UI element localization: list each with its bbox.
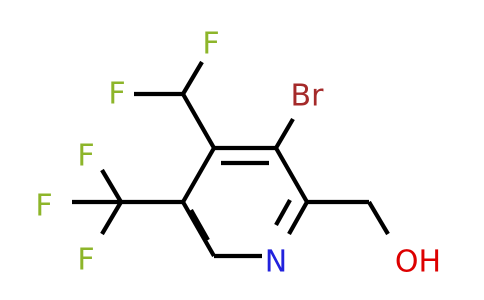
fluorine-label-cf3-bottom: F	[77, 243, 94, 278]
fluorine-label-top: F	[202, 27, 219, 62]
bond-c2-n-inner	[274, 198, 292, 227]
bond-cf3-f-top	[100, 168, 123, 204]
atom-labels: F F Br F F F N OH	[35, 27, 441, 280]
bond-c3-c2	[274, 146, 309, 204]
bond-c6-c5-inner	[189, 208, 210, 242]
bond-c5-c4	[181, 146, 216, 204]
fluorine-label-cf3-top: F	[77, 139, 94, 174]
bond-ch2-o	[367, 200, 390, 236]
bond-cf3-f-bottom	[100, 200, 123, 236]
bond-c4-chf2	[181, 92, 216, 150]
bonds	[72, 60, 390, 259]
hydroxyl-label: OH	[395, 245, 441, 280]
bond-c2-n	[287, 200, 309, 236]
bromine-label: Br	[291, 79, 325, 114]
fluorine-label-cf3-left: F	[35, 189, 52, 224]
fluorine-label-left: F	[108, 77, 125, 112]
nitrogen-label: N	[265, 245, 287, 280]
bond-chf2-f-top	[181, 60, 204, 96]
bond-c3-br	[274, 117, 295, 150]
bond-c6-c5	[181, 200, 216, 258]
